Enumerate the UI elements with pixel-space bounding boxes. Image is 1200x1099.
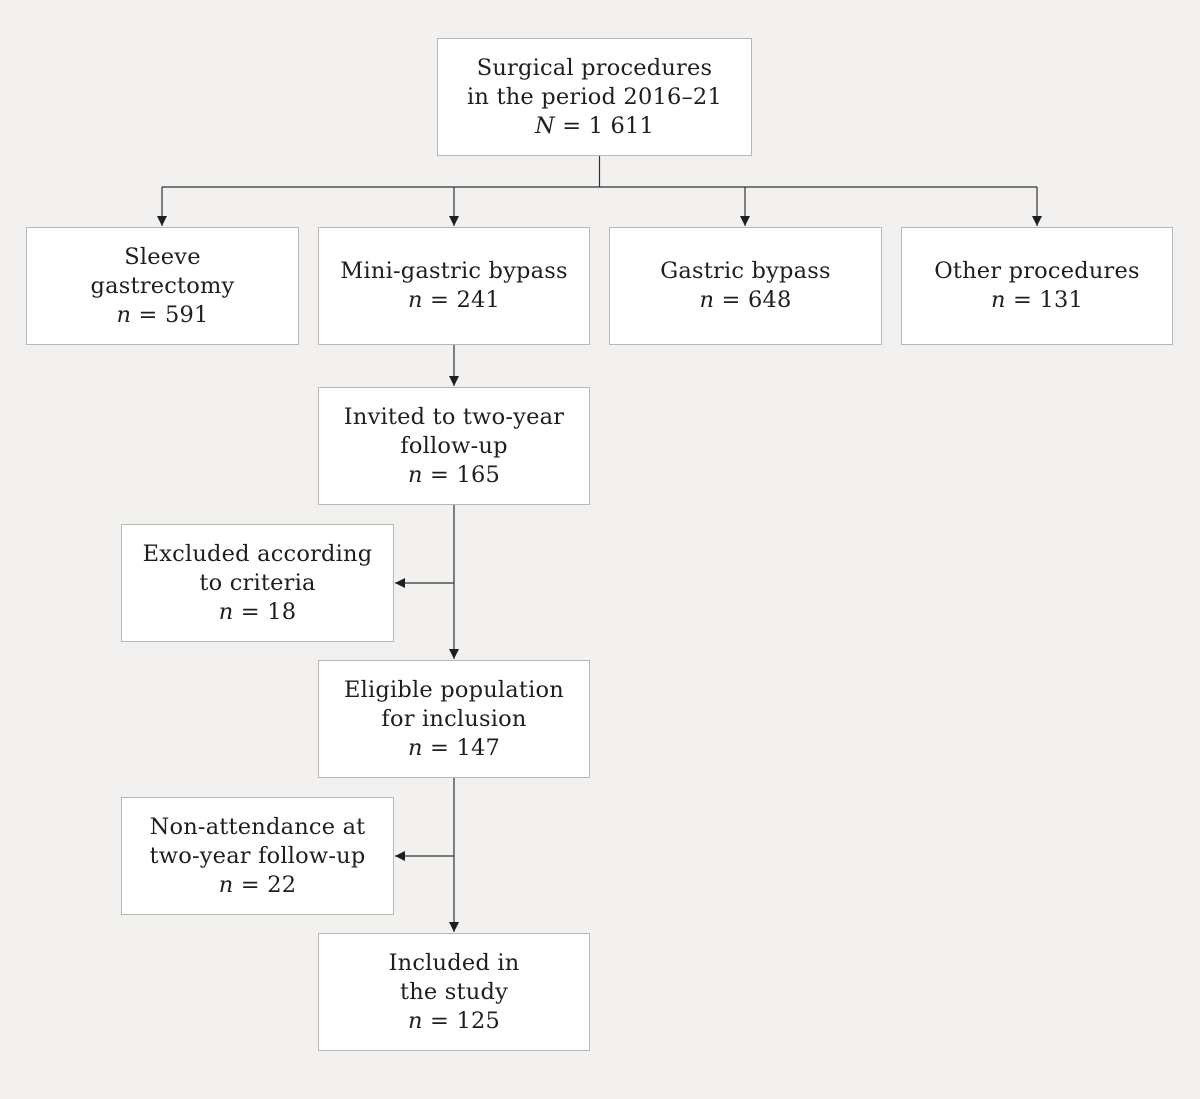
count-value: 125: [456, 1007, 500, 1034]
count-variable: n: [116, 301, 132, 328]
node-label-line: for inclusion: [381, 705, 527, 732]
node-included-in-study: Included in the study n = 125: [318, 933, 590, 1051]
count-variable: n: [407, 461, 423, 488]
node-label-line: Invited to two-year: [343, 403, 565, 430]
node-label-line: gastrectomy: [90, 272, 235, 299]
node-count: n = 147: [407, 734, 500, 761]
node-label-line: the study: [400, 978, 508, 1005]
node-count: n = 131: [990, 287, 1083, 313]
node-label-line: follow-up: [400, 432, 508, 459]
count-value: 18: [267, 598, 297, 625]
node-excluded: Excluded according to criteria n = 18: [121, 524, 394, 642]
node-non-attendance: Non-attendance at two-year follow-up n =…: [121, 797, 394, 915]
count-variable: n: [407, 1007, 423, 1034]
node-label-line: Mini-gastric bypass: [340, 258, 568, 284]
count-variable: N: [534, 112, 555, 139]
node-label-line: Gastric bypass: [660, 258, 831, 284]
node-label-line: in the period 2016–21: [467, 83, 722, 110]
count-variable: n: [407, 734, 423, 761]
node-label-line: to criteria: [199, 569, 316, 596]
node-count: n = 18: [218, 598, 297, 625]
node-count: n = 165: [407, 461, 500, 488]
count-variable: n: [407, 287, 423, 313]
count-variable: n: [990, 287, 1006, 313]
node-eligible-population: Eligible population for inclusion n = 14…: [318, 660, 590, 778]
count-variable: n: [699, 287, 715, 313]
node-label-line: Other procedures: [934, 258, 1140, 284]
node-label-line: Sleeve: [124, 243, 201, 270]
node-other-procedures: Other procedures n = 131: [901, 227, 1173, 345]
count-variable: n: [218, 871, 234, 898]
node-label-line: Included in: [388, 949, 520, 976]
node-count: n = 591: [116, 301, 209, 328]
count-value: 22: [267, 871, 297, 898]
node-sleeve-gastrectomy: Sleeve gastrectomy n = 591: [26, 227, 299, 345]
node-mini-gastric-bypass: Mini-gastric bypass n = 241: [318, 227, 590, 345]
count-value: 165: [456, 461, 500, 488]
node-label-line: Excluded according: [142, 540, 373, 567]
node-gastric-bypass: Gastric bypass n = 648: [609, 227, 882, 345]
count-value: 591: [164, 301, 209, 328]
node-count: n = 241: [407, 287, 500, 313]
node-count: n = 22: [218, 871, 297, 898]
count-value: 147: [456, 734, 500, 761]
count-value: 1 611: [588, 112, 655, 139]
node-surgical-procedures: Surgical procedures in the period 2016–2…: [437, 38, 752, 156]
node-count: N = 1 611: [534, 112, 655, 139]
count-variable: n: [218, 598, 234, 625]
node-label-line: two-year follow-up: [149, 842, 366, 869]
node-label-line: Non-attendance at: [149, 813, 366, 840]
count-value: 131: [1039, 287, 1083, 313]
node-label-line: Surgical procedures: [476, 54, 713, 81]
node-count: n = 125: [407, 1007, 500, 1034]
node-label-line: Eligible population: [343, 676, 564, 703]
count-value: 648: [747, 287, 792, 313]
node-count: n = 648: [699, 287, 792, 313]
count-value: 241: [456, 287, 500, 313]
node-invited-follow-up: Invited to two-year follow-up n = 165: [318, 387, 590, 505]
